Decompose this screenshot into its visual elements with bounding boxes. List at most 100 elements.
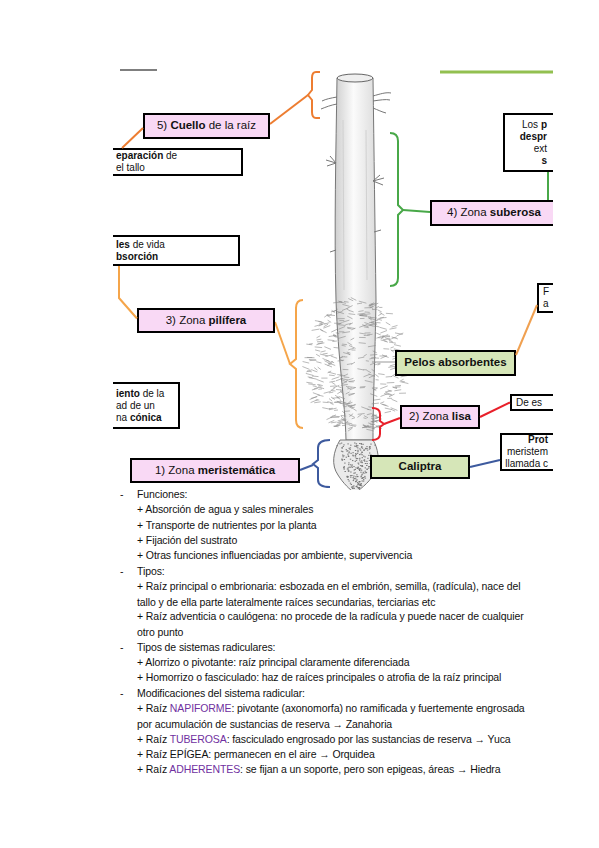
header-rule: [440, 71, 553, 74]
note-box: De es: [510, 394, 570, 411]
text-run: Tipos de sistemas radiculares:: [137, 641, 275, 653]
section-heading: Tipos:: [137, 564, 537, 579]
connector-line: [547, 172, 549, 200]
note-line: + Raíz ADHERENTES: se fijan a un soporte…: [137, 762, 537, 777]
text-run: De es: [516, 397, 542, 408]
part-label-box: Caliptra: [370, 455, 470, 479]
text-run: : se fijan a un soporte, pero son epigea…: [240, 763, 500, 775]
note-line: + Alorrizo o pivotante: raíz principal c…: [137, 655, 537, 670]
bullet-mark: -: [120, 640, 132, 655]
figure-area: 5) Cuello de la raízLos p despr ext sepa…: [0, 0, 599, 490]
zone-bracket: [290, 300, 303, 428]
connector-line: [480, 403, 510, 418]
text-run: Tipos:: [137, 565, 165, 577]
box-text: 3) Zona pilífera: [166, 314, 247, 328]
text-run: de la: [140, 388, 164, 399]
text-run: 3) Zona: [166, 314, 209, 326]
section-heading: Funciones:: [137, 487, 537, 502]
text-run: + Raíz adventicia o caulógena: no proced…: [137, 610, 524, 637]
connector-line: [122, 128, 143, 148]
text-run: Pelos absorbentes: [404, 356, 506, 368]
note-line: + Raíz EPÍGEA: permanecen en el aire → O…: [137, 747, 537, 762]
lateral-roots: [321, 93, 391, 252]
text-run: eparación: [116, 150, 163, 161]
text-run: + Transporte de nutrientes por la planta: [137, 519, 317, 531]
text-run: -: [120, 565, 123, 577]
leader-line: [275, 322, 290, 364]
note-line: + Fijación del sustrato: [137, 533, 537, 548]
text-run: -: [120, 488, 123, 500]
text-run: Los: [522, 119, 541, 130]
text-run: + Raíz: [137, 733, 170, 745]
text-run: Modificaciones del sistema radicular:: [137, 687, 305, 699]
root-section: [337, 74, 373, 82]
note-line: + Otras funciones influenciadas por ambi…: [137, 548, 537, 563]
text-run: + Raíz principal o embrionaria: esbozada…: [137, 580, 520, 607]
bullet-mark: -: [120, 686, 132, 701]
shaft-shading: [343, 120, 367, 290]
text-run: + Fijación del sustrato: [137, 534, 237, 546]
text-run: s: [541, 155, 547, 166]
text-run: F: [543, 286, 549, 297]
text-run: + Raíz: [137, 702, 170, 714]
text-run: Prot: [528, 434, 548, 445]
connector-line: [470, 460, 500, 467]
text-run: el tallo: [116, 162, 145, 173]
text-run: 1) Zona: [155, 464, 198, 476]
zone-label-box: 1) Zona meristemática: [130, 458, 300, 483]
zone-bracket: [308, 72, 320, 118]
note-box: F a: [537, 283, 577, 313]
box-text: Pelos absorbentes: [404, 356, 506, 370]
zone-label-box: 2) Zona lisa: [400, 405, 480, 429]
note-line: + Raíz NAPIFORME: pivotante (axonomorfa)…: [137, 701, 537, 732]
box-text: Los p despr ext s: [520, 119, 547, 167]
connector-layer: [0, 0, 599, 490]
box-text: Prot meristem llamada c: [505, 434, 548, 470]
text-run: p: [541, 119, 547, 130]
text-run: de la raíz: [206, 119, 257, 131]
text-run: cónica: [130, 412, 162, 423]
note-box: les de vida bsorción: [90, 235, 240, 266]
box-text: eparación de el tallo: [116, 150, 177, 174]
text-run: iento: [116, 388, 140, 399]
text-run: de vida: [130, 239, 165, 250]
box-text: iento de la ad de un na cónica: [116, 388, 164, 424]
note-line: + Raíz adventicia o caulógena: no proced…: [137, 609, 537, 640]
box-text: De es: [516, 397, 542, 409]
text-run: lisa: [452, 410, 471, 422]
text-run: + Raíz: [137, 763, 169, 775]
zone-label-box: 5) Cuello de la raíz: [143, 113, 270, 139]
text-run: despr: [520, 131, 547, 142]
connector-line: [119, 266, 137, 319]
text-run: + Homorrizo o fasciculado: haz de raíces…: [137, 671, 501, 683]
note-line: + Raíz principal o embrionaria: esbozada…: [137, 579, 537, 610]
text-run: 5): [157, 119, 170, 131]
text-run: llamada c: [505, 458, 548, 469]
zone-bracket: [390, 133, 403, 286]
section-heading: Modificaciones del sistema radicular:: [137, 686, 537, 701]
text-run: meristemática: [198, 464, 275, 476]
section-heading: Tipos de sistemas radiculares:: [137, 640, 537, 655]
text-run: + Raíz EPÍGEA: permanecen en el aire → O…: [137, 748, 375, 760]
text-run: ADHERENTES: [169, 763, 240, 775]
box-text: F a: [543, 286, 549, 310]
text-run: : fasciculado engrosado por las sustanci…: [227, 733, 511, 745]
connector-line: [516, 305, 537, 355]
text-run: bsorción: [116, 251, 158, 262]
leader-line: [270, 95, 308, 124]
text-run: a: [543, 298, 549, 309]
note-box: Prot meristem llamada c: [500, 433, 575, 471]
box-text: 4) Zona suberosa: [447, 206, 541, 220]
text-run: Caliptra: [399, 460, 442, 472]
text-run: na: [116, 412, 130, 423]
box-text: Caliptra: [399, 460, 442, 474]
bullet-mark: -: [120, 487, 132, 502]
text-run: Funciones:: [137, 488, 187, 500]
root-illustration: [0, 0, 599, 490]
note-line: + Transporte de nutrientes por la planta: [137, 518, 537, 533]
leader-line: [300, 465, 313, 470]
note-box: iento de la ad de un na cónica: [90, 382, 180, 429]
text-run: -: [120, 641, 123, 653]
leader-line: [384, 418, 400, 424]
text-run: ad de un: [116, 400, 155, 411]
